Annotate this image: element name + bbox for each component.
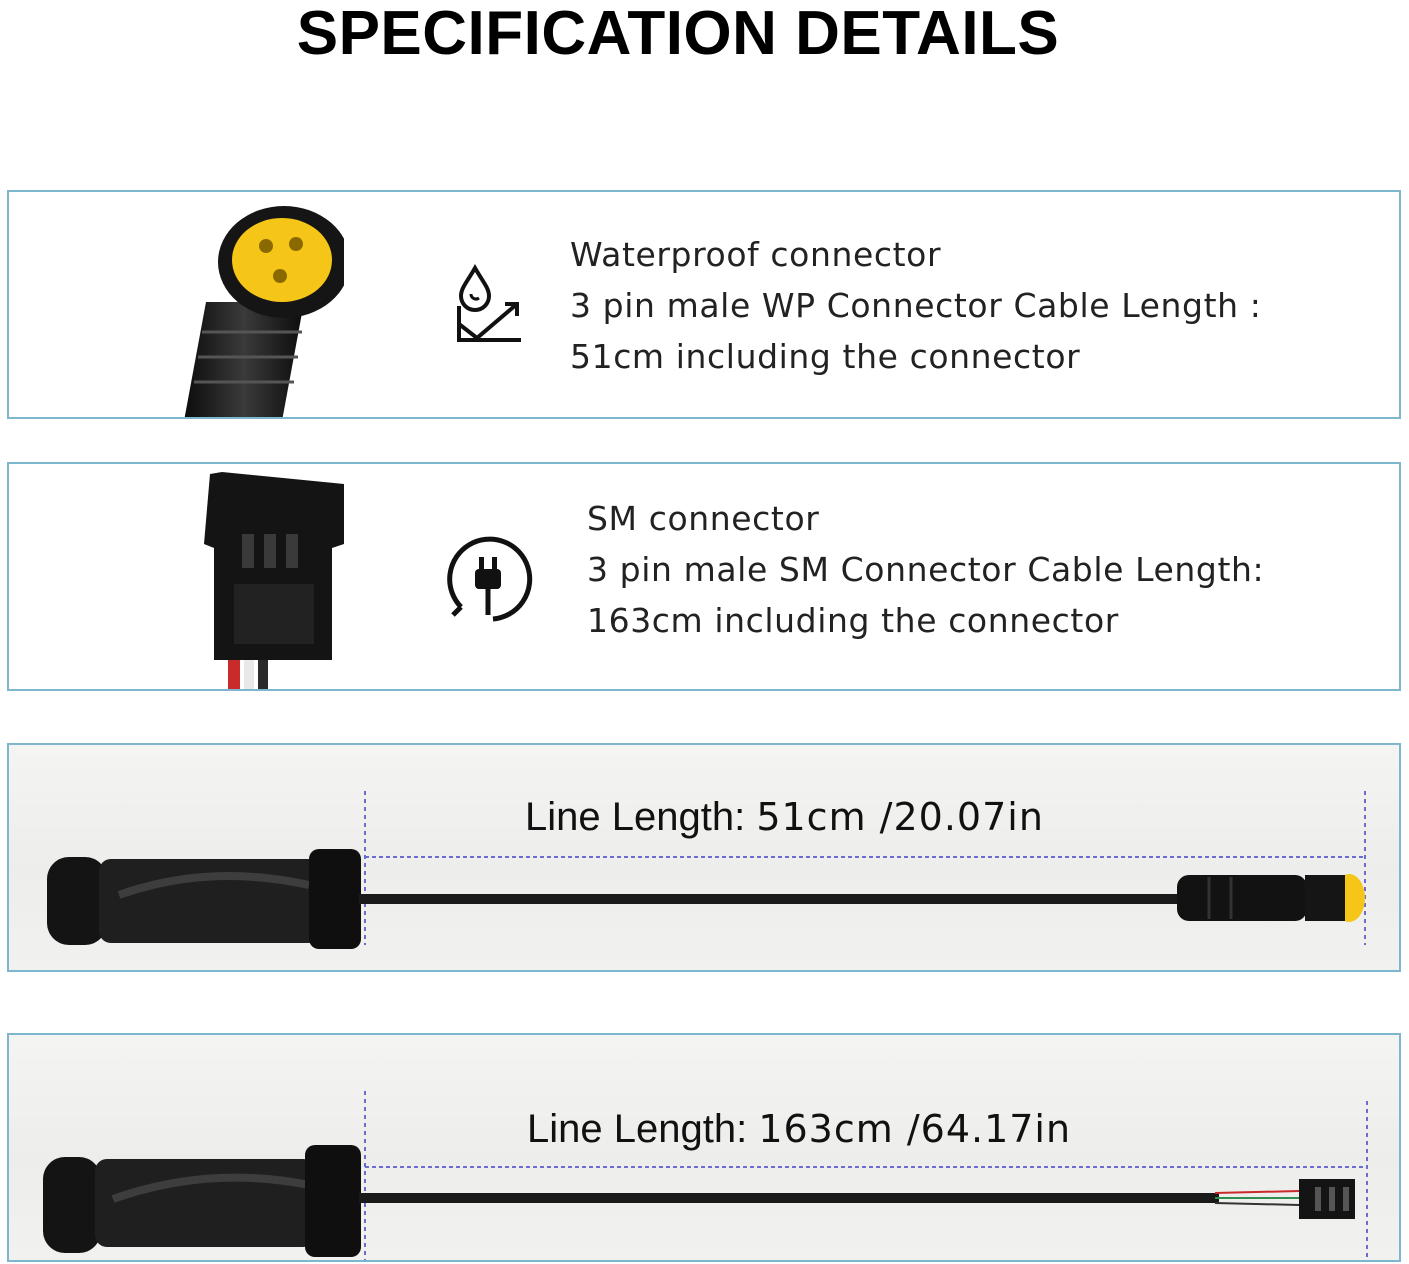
spec-line: 3 pin male WP Connector Cable Length : bbox=[570, 286, 1262, 325]
sm-connector-image bbox=[204, 472, 344, 689]
spec-line: 3 pin male SM Connector Cable Length: bbox=[587, 550, 1265, 589]
line-length-measure: Line Length: 51cm /20.07in bbox=[525, 795, 1044, 840]
waterproof-connector-image bbox=[184, 206, 344, 417]
line-length-label: Line Length: bbox=[525, 795, 746, 839]
throttle-cable-image bbox=[47, 791, 1366, 949]
spec-card-waterproof: Waterproof connector 3 pin male WP Conne… bbox=[7, 190, 1401, 419]
measurement-card-51cm: Line Length: 51cm /20.07in bbox=[7, 743, 1401, 972]
spec-line: 51cm including the connector bbox=[570, 337, 1081, 376]
line-length-value: 163cm /64.17in bbox=[758, 1107, 1072, 1151]
spec-heading: SM connector bbox=[587, 499, 820, 538]
measurement-card-163cm: Line Length: 163cm /64.17in bbox=[7, 1033, 1401, 1262]
spec-line: 163cm including the connector bbox=[587, 601, 1119, 640]
line-length-label: Line Length: bbox=[527, 1107, 748, 1151]
waterproof-icon bbox=[457, 264, 521, 342]
power-plug-icon bbox=[447, 536, 533, 622]
line-length-measure: Line Length: 163cm /64.17in bbox=[527, 1107, 1071, 1152]
page-title: SPECIFICATION DETAILS bbox=[296, 0, 1060, 68]
spec-heading: Waterproof connector bbox=[570, 235, 942, 274]
spec-card-sm: SM connector 3 pin male SM Connector Cab… bbox=[7, 462, 1401, 691]
throttle-sm-cable-image bbox=[43, 1091, 1368, 1260]
line-length-value: 51cm /20.07in bbox=[756, 795, 1044, 839]
